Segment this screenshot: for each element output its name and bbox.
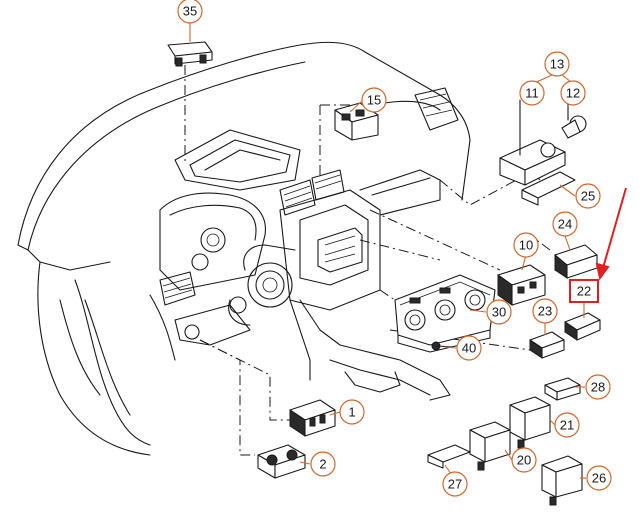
callout-1: 1 (339, 399, 365, 425)
callout-24: 24 (552, 211, 578, 237)
callout-11: 11 (519, 80, 545, 106)
svg-text:30: 30 (492, 305, 506, 320)
part-21 (509, 396, 551, 449)
callout-35: 35 (177, 0, 203, 24)
svg-text:1: 1 (348, 405, 355, 420)
part-24 (554, 244, 598, 279)
callout-10: 10 (513, 232, 539, 258)
svg-text:40: 40 (462, 341, 476, 356)
part-1 (289, 399, 336, 437)
callout-27: 27 (442, 471, 468, 497)
callout-22-highlighted: 22 (569, 279, 599, 303)
svg-text:27: 27 (448, 477, 462, 492)
callout-2: 2 (310, 451, 336, 477)
callout-12: 12 (560, 80, 586, 106)
svg-text:35: 35 (183, 4, 197, 19)
callout-23: 23 (532, 298, 558, 324)
svg-text:10: 10 (519, 238, 533, 253)
callout-26: 26 (586, 465, 612, 491)
callout-15: 15 (361, 87, 387, 113)
callout-21: 21 (554, 412, 580, 438)
part-10 (497, 264, 546, 306)
svg-text:22: 22 (577, 284, 591, 299)
part-28 (544, 377, 581, 401)
svg-text:26: 26 (592, 471, 606, 486)
part-11-12-25 (499, 99, 587, 206)
dashboard-outline (17, 41, 471, 456)
part-15 (334, 102, 379, 141)
part-23 (529, 331, 565, 359)
part-2 (257, 444, 306, 479)
part-30 (394, 274, 496, 353)
callout-28: 28 (585, 374, 611, 400)
callout-13: 13 (544, 51, 570, 77)
svg-text:23: 23 (538, 304, 552, 319)
part-22 (564, 312, 601, 341)
part-27 (427, 444, 471, 469)
svg-text:20: 20 (517, 453, 531, 468)
svg-text:13: 13 (550, 57, 564, 72)
callout-30: 30 (486, 299, 512, 325)
part-26 (541, 455, 583, 506)
part-35 (167, 41, 213, 67)
red-arrow-indicator (595, 187, 627, 281)
part-20 (469, 421, 511, 471)
svg-text:28: 28 (591, 380, 605, 395)
svg-text:25: 25 (581, 189, 595, 204)
svg-text:15: 15 (367, 93, 381, 108)
callout-25: 25 (575, 183, 601, 209)
svg-text:2: 2 (319, 457, 326, 472)
part-40 (431, 341, 453, 351)
svg-text:11: 11 (525, 86, 539, 101)
svg-text:12: 12 (566, 86, 580, 101)
svg-text:21: 21 (560, 418, 574, 433)
svg-text:24: 24 (558, 217, 572, 232)
callout-40: 40 (456, 335, 482, 361)
callout-20: 20 (511, 447, 537, 473)
